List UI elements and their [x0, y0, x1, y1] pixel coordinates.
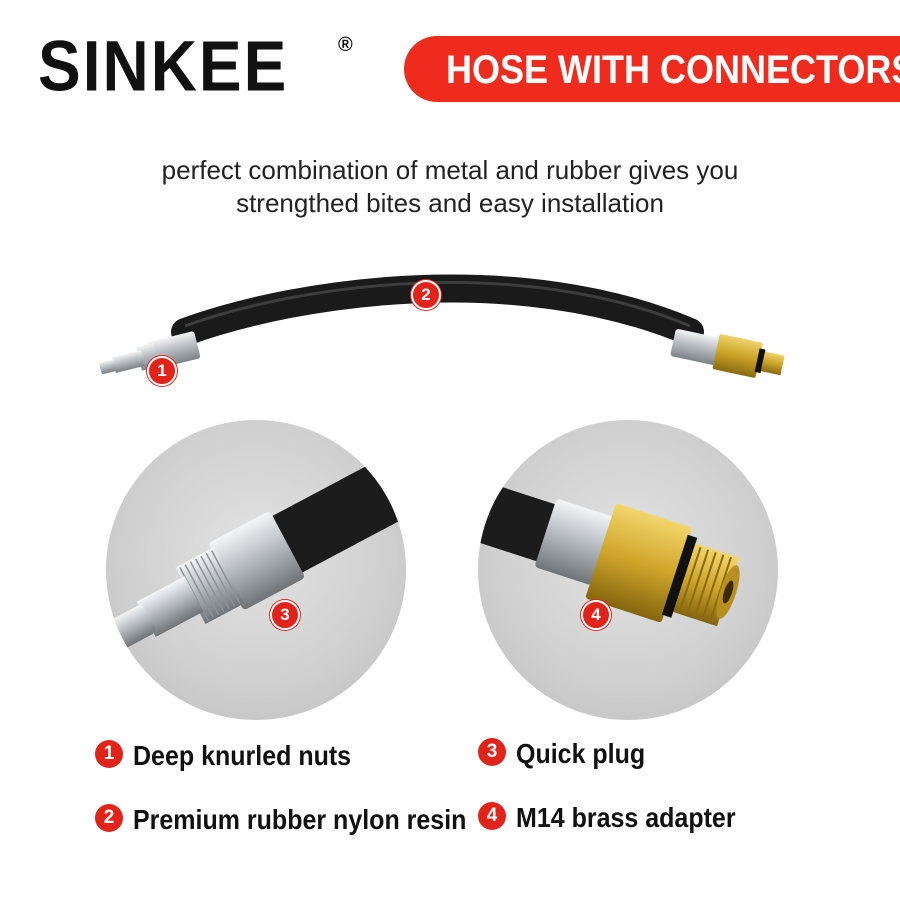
- title-banner: [404, 36, 900, 102]
- feature-number-badge: 3: [478, 738, 506, 766]
- callout-badge-4: 4: [581, 600, 611, 630]
- right-ferrule: [670, 329, 785, 378]
- feature-number-badge: 4: [478, 802, 506, 830]
- hose-illustration: [99, 274, 785, 378]
- feature-label: Quick plug: [516, 738, 646, 770]
- feature-label: Deep knurled nuts: [133, 740, 352, 772]
- detail-brass-adapter: [478, 420, 778, 720]
- registered-mark: ®: [338, 34, 353, 56]
- brand-logo: SINKEE: [38, 25, 289, 107]
- feature-number-badge: 2: [95, 804, 123, 832]
- feature-label: M14 brass adapter: [516, 802, 736, 834]
- feature-number-badge: 1: [95, 740, 123, 768]
- callout-badge-3: 3: [270, 600, 300, 630]
- tagline-line-2: strengthed bites and easy installation: [236, 188, 664, 218]
- feature-label: Premium rubber nylon resin: [133, 804, 467, 836]
- callout-badge-2: 2: [411, 280, 441, 310]
- callout-badge-1: 1: [147, 356, 177, 386]
- detail-quick-plug: [106, 420, 406, 720]
- tagline-line-1: perfect combination of metal and rubber …: [161, 155, 739, 185]
- banner-title: HOSE WITH CONNECTORS: [446, 46, 900, 92]
